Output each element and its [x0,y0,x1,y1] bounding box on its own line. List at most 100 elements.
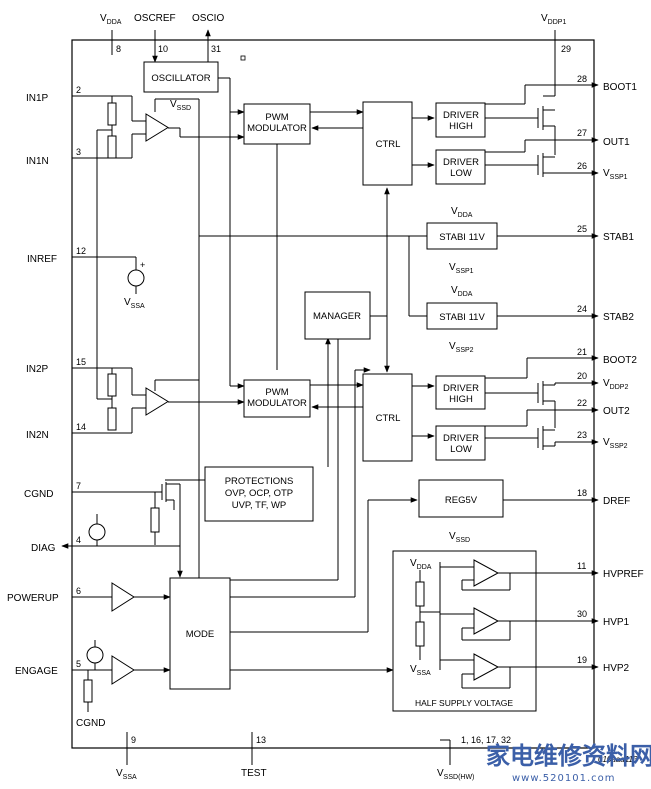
vssd-reg-label: VSSD [449,531,470,544]
driver-high-2-label-a: DRIVER [443,383,479,394]
ctrl-1-block [362,101,413,186]
in1p-pin-label: IN1P [26,93,49,104]
in1n-pin-label: IN1N [26,156,49,167]
vssp1-stabi1-label: VSSP1 [449,262,474,275]
stabi-2-block [426,302,498,330]
pwm-1-label-b: MODULATOR [247,123,307,134]
driver-low-2-label-a: DRIVER [443,433,479,444]
oscillator-label: OSCILLATOR [151,73,210,84]
pwm-2-label-b: MODULATOR [247,398,307,409]
vddp1-pin-label: VDDP1 [541,13,566,26]
ic-marker [240,55,246,61]
boot1-pin-label: BOOT1 [603,82,637,93]
oscillator-block [143,61,219,93]
vssa-pin-number: 9 [131,735,136,745]
document-code: 010aaa113 [598,755,638,764]
vssp1-pin-number: 26 [577,161,587,171]
pwm-modulator-2-block [243,379,311,418]
vddp1-pin-number: 29 [561,44,571,54]
vdda-pin-label: VDDA [100,13,122,26]
out1-pin-number: 27 [577,128,587,138]
oscio-pin-number: 31 [211,44,221,54]
watermark-text: 家电维修资料网 [486,742,651,770]
ctrl-2-label: CTRL [376,413,401,424]
driver-high-2-block [435,375,486,410]
stab1-pin-number: 25 [577,224,587,234]
vssd-hw-pin-label: VSSD(HW) [437,768,474,781]
out2-pin-number: 22 [577,398,587,408]
vssa-halfsupply-label: VSSA [410,664,431,677]
manager-label: MANAGER [313,311,361,322]
watermark-url: www.520101.com [512,773,616,784]
reg5v-label: REG5V [445,495,478,506]
inref-pin-label: INREF [27,254,57,265]
in2n-pin-number: 14 [76,422,86,432]
hvp1-pin-label: HVP1 [603,617,630,628]
pwm-2-label-a: PWM [265,387,288,398]
vssp2-stabi2-label: VSSP2 [449,341,474,354]
vssa-ref-label: VSSA [124,297,145,310]
vdda-stabi1-label: VDDA [451,206,473,219]
driver-low-1-label-b: LOW [450,168,472,179]
driver-low-1-label-a: DRIVER [443,157,479,168]
hvpref-pin-number: 11 [577,561,586,571]
driver-high-1-label-b: HIGH [449,121,473,132]
reg5v-block [418,479,504,518]
diag-pin-label: DIAG [31,543,56,554]
boot2-pin-label: BOOT2 [603,355,637,366]
vssp1-pin-label: VSSP1 [603,168,628,181]
in1n-pin-number: 3 [76,147,81,157]
driver-low-1-block [435,149,486,185]
mode-label: MODE [186,629,215,640]
inref-plus-sign: + [140,260,145,270]
ctrl-2-block [362,373,413,462]
vssp2-pin-label: VSSP2 [603,437,628,450]
oscio-pin-label: OSCIO [192,13,224,24]
in2p-pin-number: 15 [76,357,86,367]
out2-pin-label: OUT2 [603,406,630,417]
vddp2-pin-label: VDDP2 [603,378,628,391]
vssa-pin-label: VSSA [116,768,137,781]
inref-pin-number: 12 [76,246,86,256]
boot1-pin-number: 28 [577,74,587,84]
cgnd-pin-number: 7 [76,481,81,491]
ic-outline [71,39,595,749]
driver-high-1-label-a: DRIVER [443,110,479,121]
cgnd-pin-label: CGND [24,489,53,500]
protections-label-2: OVP, OCP, OTP [225,488,293,499]
vdda-pin-number: 8 [116,44,121,54]
ctrl-1-label: CTRL [376,139,401,150]
engage-pin-label: ENGAGE [15,666,58,677]
stabi-1-label: STABI 11V [439,232,485,243]
stab2-pin-label: STAB2 [603,312,634,323]
vdda-halfsupply-label: VDDA [410,558,432,571]
half-supply-block [392,550,537,712]
vssd-osc-label: VSSD [170,99,191,112]
protections-label-1: PROTECTIONS [225,476,294,487]
stabi-2-label: STABI 11V [439,312,485,323]
hvp2-pin-number: 19 [577,655,587,665]
powerup-pin-number: 6 [76,586,81,596]
manager-block [304,291,371,340]
protections-block [204,466,314,522]
in1p-pin-number: 2 [76,85,81,95]
stab1-pin-label: STAB1 [603,232,634,243]
in2n-pin-label: IN2N [26,430,49,441]
driver-low-2-block [435,425,486,461]
driver-high-2-label-b: HIGH [449,394,473,405]
stabi-1-block [426,222,498,250]
hvp1-pin-number: 30 [577,609,587,619]
stab2-pin-number: 24 [577,304,587,314]
out1-pin-label: OUT1 [603,137,630,148]
dref-pin-number: 18 [577,488,587,498]
protections-label-3: UVP, TF, WP [232,500,287,511]
test-pin-number: 13 [256,735,266,745]
pwm-modulator-1-block [243,103,311,145]
oscref-pin-label: OSCREF [134,13,176,24]
powerup-pin-label: POWERUP [7,593,59,604]
diag-pin-number: 4 [76,535,81,545]
cgnd-bottom-label: CGND [76,718,105,729]
in2p-pin-label: IN2P [26,364,49,375]
oscref-pin-number: 10 [158,44,168,54]
